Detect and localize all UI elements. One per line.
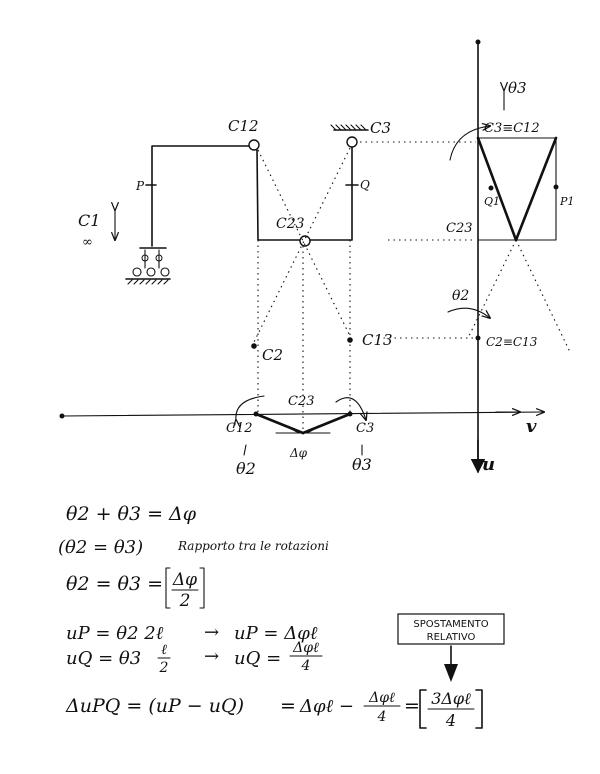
eq-delta-u-eq2: = [404, 695, 420, 717]
label-theta2-kin: θ2 [236, 459, 256, 478]
eq-up-arrow: → [204, 622, 219, 643]
structure-labels: C12 C3 C23 C1 ∞ P Q C2 C13 [78, 117, 393, 364]
label-theta3-axis: θ3 [508, 79, 527, 97]
label-p1: P1 [559, 195, 574, 208]
hinge-c12 [248, 139, 260, 151]
label-p: P [135, 179, 145, 193]
eq-up-result: uP = Δφℓ [234, 623, 318, 644]
kinematic-labels: C23 C12 C3 θ2 Δφ θ3 v [226, 394, 537, 478]
eq-theta-value: θ2 = θ3 = [66, 573, 163, 595]
eq-note: Rapporto tra le rotazioni [177, 539, 329, 553]
eq-uq-result-den: 4 [301, 658, 311, 674]
eq-uq-arrow: → [204, 646, 219, 667]
label-c23: C23 [276, 216, 305, 232]
callout-relative-displacement: SPOSTAMENTO RELATIVO [397, 613, 505, 682]
label-c23-kin: C23 [288, 394, 315, 409]
kinematic-diagram [59, 395, 545, 456]
label-q1: Q1 [484, 195, 500, 208]
callout-line1: SPOSTAMENTO [413, 619, 488, 630]
label-c12: C12 [228, 117, 259, 135]
eq-equal-rotations: (θ2 = θ3) [58, 537, 143, 558]
eq-up-def: uP = θ2 2ℓ [66, 623, 164, 644]
label-c13: C13 [362, 331, 393, 349]
eq-result-num: 3Δφℓ [431, 689, 471, 708]
eq-delta-u-mid: Δφℓ − [299, 696, 354, 717]
eq-delta-u-mid-num: Δφℓ [368, 690, 395, 706]
eq-theta-den: 2 [179, 591, 191, 611]
eq-delta-u-mid-den: 4 [377, 709, 387, 725]
eq-theta-num: Δφ [172, 570, 197, 590]
label-dphi-kin: Δφ [289, 446, 308, 460]
label-u-axis: u [482, 454, 495, 475]
label-c2-c13: C2≡C13 [486, 335, 538, 349]
label-c1: C1 [78, 211, 100, 230]
eq-uq-result: uQ = [234, 648, 281, 669]
label-q: Q [360, 178, 370, 192]
eq-result-den: 4 [445, 711, 456, 730]
hinge-c3 [346, 136, 358, 148]
structure-frame [115, 124, 369, 285]
label-c23-axis: C23 [446, 221, 473, 236]
eq-uq-den: 2 [159, 660, 169, 676]
label-c12-kin: C12 [226, 421, 253, 436]
label-c3: C3 [370, 119, 391, 137]
eq-uq-num: ℓ [161, 642, 167, 658]
equations: θ2 + θ3 = Δφ (θ2 = θ3) Rapporto tra le r… [58, 503, 483, 730]
eq-uq-def: uQ = θ3 [66, 648, 141, 669]
rotation-diagram-labels: θ3 C3≡C12 Q1 P1 C23 θ2 C2≡C13 u [446, 79, 574, 475]
label-theta2-axis: θ2 [452, 288, 469, 304]
point-c13 [347, 337, 353, 343]
label-c2: C2 [262, 346, 283, 364]
label-v-axis: v [526, 416, 537, 437]
hinge-c23 [299, 235, 311, 247]
label-c3-c12: C3≡C12 [484, 121, 540, 136]
callout-line2: RELATIVO [427, 632, 476, 643]
point-c2 [251, 343, 257, 349]
eq-sum-rotations: θ2 + θ3 = Δφ [66, 503, 197, 525]
label-c1-infinity: ∞ [82, 235, 93, 250]
label-theta3-kin: θ3 [352, 455, 372, 474]
eq-uq-result-num: Δφℓ [292, 640, 319, 656]
roller-support [125, 247, 171, 285]
construction-lines [253, 141, 571, 432]
rotation-diagram [447, 39, 559, 474]
eq-delta-u: ΔuPQ = (uP − uQ) [65, 695, 244, 717]
label-c3-kin: C3 [356, 421, 374, 436]
eq-delta-u-eq: = [280, 695, 296, 717]
pin-support-c3 [330, 124, 369, 131]
